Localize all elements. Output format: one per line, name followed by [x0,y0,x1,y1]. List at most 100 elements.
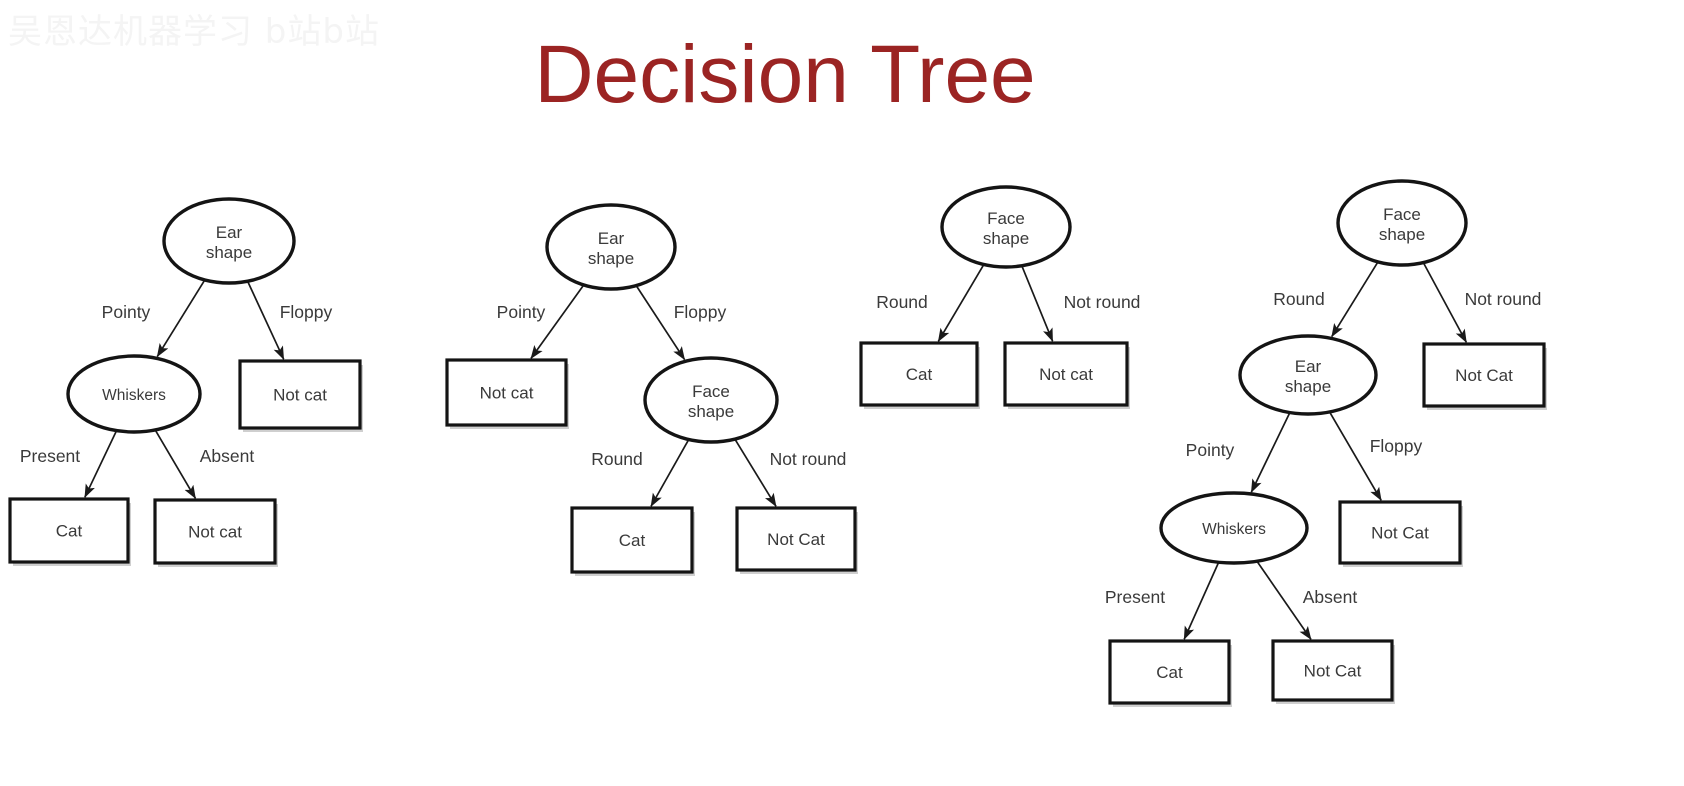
node-label: Not Cat [1371,524,1429,543]
ellipse-shape [1238,334,1378,416]
edge-label: Floppy [280,302,333,322]
edge-label: Pointy [102,302,151,322]
node-label: Face [987,209,1025,228]
edge-label: Not round [1064,292,1141,312]
tree-leaf-node[interactable]: Cat [570,506,695,576]
tree-leaf-node[interactable]: Not Cat [735,506,858,574]
rect-shape [1338,500,1462,565]
node-label: Not cat [480,384,534,403]
edge-label: Floppy [674,302,727,322]
rect-shape [8,497,130,564]
node-label: Not cat [273,386,327,405]
ellipse-shape [545,203,677,291]
edge-label: Floppy [1370,436,1423,456]
node-label: Cat [56,522,83,541]
node-label: Whiskers [102,387,166,404]
ellipse-shape [643,356,779,444]
edge-label: Present [1105,587,1165,607]
tree-leaf-node[interactable]: Not Cat [1338,500,1463,567]
tree-edge [1422,262,1468,343]
ellipse-shape [1336,179,1468,267]
rect-shape [238,359,362,430]
tree-edge [1256,560,1312,641]
edge-label: Pointy [1186,440,1235,460]
node-label: Face [692,382,730,401]
tree-edge [650,439,690,507]
node-label: Face [1383,205,1421,224]
tree-leaf-node[interactable]: Not cat [238,359,363,432]
tree-edge [154,429,197,500]
tree-decision-node[interactable]: Whiskers [66,354,202,434]
page-title: Decision Tree [534,29,1036,120]
tree-leaf-node[interactable]: Not cat [1003,341,1130,409]
tree-edge [1331,261,1379,338]
rect-shape [570,506,694,574]
tree-edge [84,430,118,498]
node-label: Ear [598,229,625,248]
edge-label: Round [1273,289,1325,309]
tree-edge [734,438,777,508]
tree-edge [156,279,206,358]
rect-shape [1422,342,1546,408]
edge-label: Round [876,292,928,312]
tree-edge [1021,265,1054,342]
edge-label: Pointy [497,302,546,322]
tree-decision-node[interactable]: Whiskers [1159,491,1309,565]
node-label: Not Cat [767,530,825,549]
node-label: Cat [1156,663,1183,682]
edge-label: Not round [1465,289,1542,309]
node-label: shape [688,402,734,421]
ellipse-shape [940,185,1072,269]
rect-shape [1003,341,1129,407]
node-label: shape [983,229,1029,248]
rect-shape [445,358,568,427]
node-label: Cat [906,365,933,384]
rect-shape [859,341,979,407]
node-label: shape [1379,225,1425,244]
tree-leaf-node[interactable]: Cat [859,341,980,409]
node-label: Not cat [188,523,242,542]
node-label: Cat [619,531,646,550]
tree-edge [530,284,585,360]
tree-leaf-node[interactable]: Not cat [445,358,569,429]
rect-shape [153,498,277,565]
node-label: shape [588,249,634,268]
node-label: Not cat [1039,365,1093,384]
edge-label: Absent [1303,587,1358,607]
tree-edge [1183,561,1220,640]
watermark-text: 吴恩达机器学习 b站b站 [8,12,380,52]
tree-leaf-node[interactable]: Cat [1108,639,1232,707]
edge-label: Round [591,449,643,469]
rect-shape [1271,639,1394,702]
node-label: Not Cat [1304,662,1362,681]
node-label: Not Cat [1455,366,1513,385]
rect-shape [735,506,857,572]
tree-edge [1250,412,1291,493]
tree-edge [635,285,686,361]
tree-edge [1328,411,1382,502]
tree-edge [246,280,285,360]
node-label: Ear [1295,357,1322,376]
node-label: Whiskers [1202,521,1266,538]
ellipse-shape [66,354,202,434]
rect-shape [1108,639,1231,705]
edge-label: Not round [770,449,847,469]
tree-leaf-node[interactable]: Not cat [153,498,278,567]
node-label: shape [1285,377,1331,396]
tree-leaf-node[interactable]: Cat [8,497,131,566]
edges-layer [84,261,1468,641]
tree-leaf-node[interactable]: Not Cat [1271,639,1395,704]
node-label: shape [206,243,252,262]
tree-leaf-node[interactable]: Not Cat [1422,342,1547,410]
node-label: Ear [216,223,243,242]
